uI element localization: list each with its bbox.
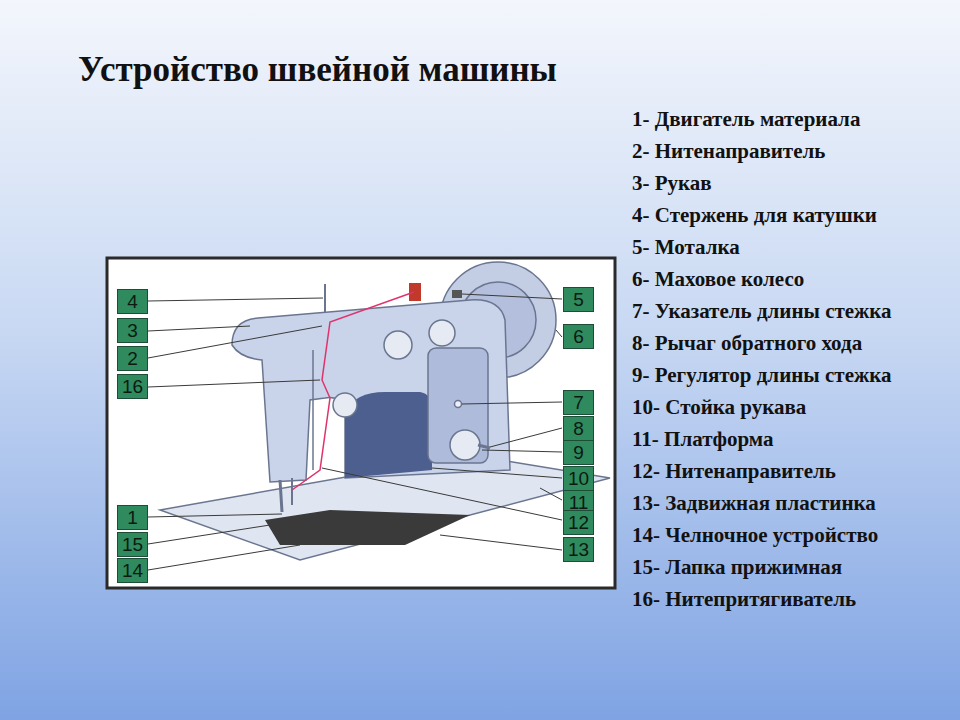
knob (384, 331, 412, 359)
callout-number: 4 (127, 292, 138, 311)
part-name: 12- Нитенаправитель (632, 455, 956, 487)
callout-box: 16 (117, 374, 148, 399)
callout-box: 1 (117, 505, 148, 530)
stitch-indicator (455, 401, 462, 408)
needle (291, 478, 293, 505)
callout-box: 6 (563, 324, 594, 349)
part-name: 9- Регулятор длины стежка (632, 359, 956, 391)
part-name: 8- Рычаг обратного хода (632, 327, 956, 359)
callout-box: 2 (117, 346, 148, 371)
callout-number: 3 (127, 321, 138, 340)
part-name: 11- Платформа (632, 423, 956, 455)
arm-column-shadow (345, 392, 432, 478)
callout-box: 3 (117, 318, 148, 343)
title: Устройство швейной машины (78, 50, 557, 90)
callout-number: 16 (122, 377, 143, 396)
part-name: 10- Стойка рукава (632, 391, 956, 423)
spool-pin (324, 284, 326, 312)
callout-box: 5 (563, 287, 594, 312)
callout-number: 8 (573, 419, 584, 438)
machine-body (232, 300, 510, 482)
callout-box: 9 (563, 440, 594, 465)
callout-number: 10 (568, 469, 589, 488)
callout-box: 4 (117, 289, 148, 314)
callout-box: 14 (117, 558, 148, 583)
callout-number: 13 (568, 540, 589, 559)
presser-foot (280, 480, 282, 512)
part-name: 14- Челночное устройство (632, 519, 956, 551)
callout-number: 9 (573, 443, 584, 462)
part-name: 4- Стержень для катушки (632, 199, 956, 231)
sliding-plate (265, 510, 470, 545)
callout-number: 5 (573, 290, 584, 309)
parts-list: 1- Двигатель материала2- Нитенаправитель… (632, 103, 956, 615)
part-name: 13- Задвижная пластинка (632, 487, 956, 519)
knob (429, 320, 455, 346)
tension-knob (333, 393, 357, 417)
part-name: 1- Двигатель материала (632, 103, 956, 135)
needle-bar (312, 350, 314, 470)
callout-box: 7 (563, 390, 594, 415)
part-name: 6- Маховое колесо (632, 263, 956, 295)
part-name: 16- Нитепритягиватель (632, 583, 956, 615)
callout-number: 6 (573, 327, 584, 346)
callout-box: 8 (563, 416, 594, 441)
callout-number: 1 (127, 508, 138, 527)
callout-number: 14 (122, 561, 143, 580)
reverse-lever (478, 445, 490, 448)
callout-box: 12 (563, 510, 594, 535)
bobbin-winder (452, 290, 462, 298)
part-name: 7- Указатель длины стежка (632, 295, 956, 327)
callout-box: 10 (563, 466, 594, 491)
picture-frame (107, 258, 615, 588)
stitch-regulator (450, 430, 480, 460)
callout-box: 15 (117, 532, 148, 557)
callout-number: 15 (122, 535, 143, 554)
part-name: 2- Нитенаправитель (632, 135, 956, 167)
callout-box: 13 (563, 537, 594, 562)
leader-lines (148, 294, 562, 570)
thread (292, 292, 414, 490)
part-name: 15- Лапка прижимная (632, 551, 956, 583)
part-name: 3- Рукав (632, 167, 956, 199)
part-name: 5- Моталка (632, 231, 956, 263)
callout-number: 7 (573, 393, 584, 412)
callout-number: 12 (568, 513, 589, 532)
spool (409, 283, 421, 301)
callout-number: 2 (127, 349, 138, 368)
